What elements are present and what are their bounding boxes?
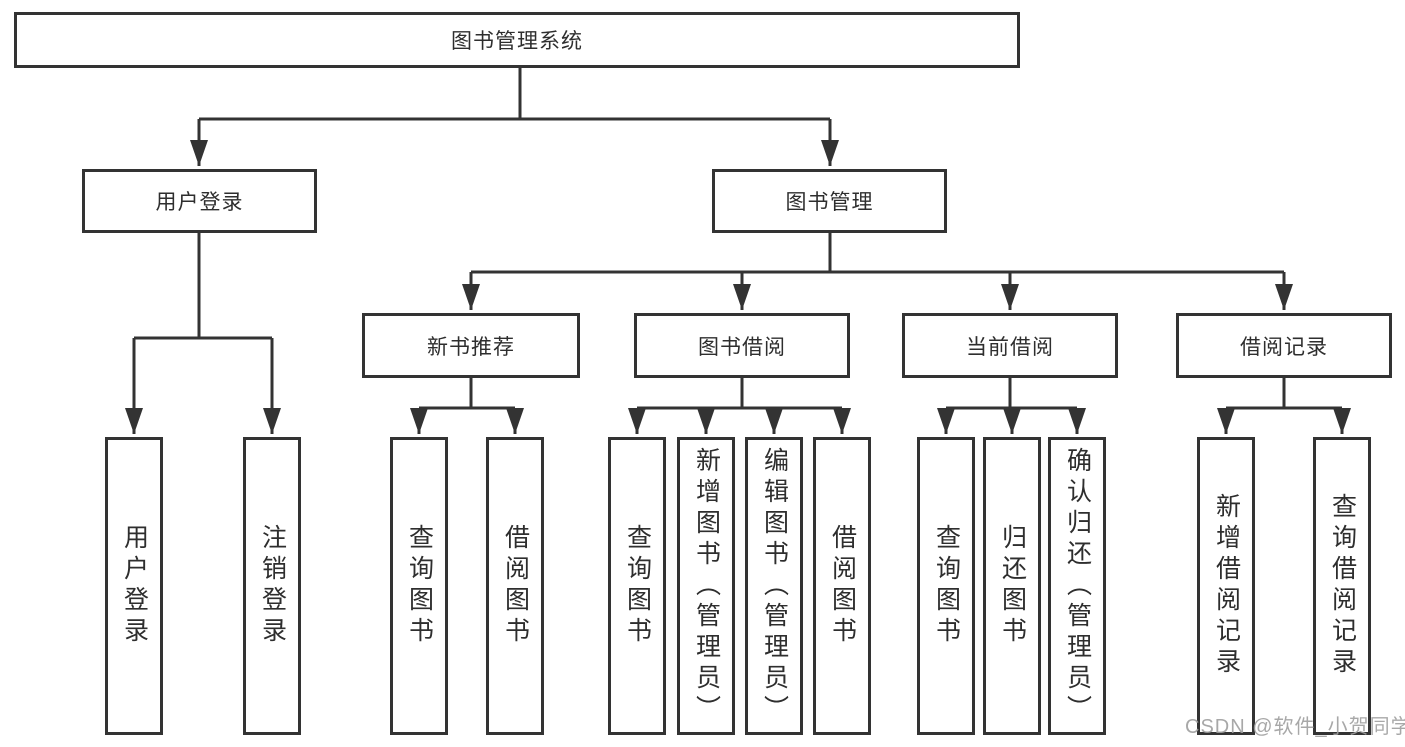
node-label: 查询图书 <box>623 524 652 648</box>
node-label: 查询图书 <box>932 524 961 648</box>
leaf-borrow-books-recommend: 借阅图书 <box>486 437 544 735</box>
leaf-query-books-recommend: 查询图书 <box>390 437 448 735</box>
node-label: 新书推荐 <box>427 335 515 359</box>
leaf-add-books-admin: 新增图书（管理员） <box>677 437 735 735</box>
node-current-borrow: 当前借阅 <box>902 313 1118 378</box>
node-label: 注销登录 <box>258 524 287 648</box>
node-label: 借阅图书 <box>501 524 530 648</box>
node-book-management: 图书管理 <box>712 169 947 233</box>
node-label: 确认归还（管理员） <box>1063 446 1092 726</box>
node-borrow-records: 借阅记录 <box>1176 313 1392 378</box>
leaf-edit-books-admin: 编辑图书（管理员） <box>745 437 803 735</box>
leaf-user-login: 用户登录 <box>105 437 163 735</box>
node-book-borrow: 图书借阅 <box>634 313 850 378</box>
node-label: 图书管理系统 <box>451 30 583 53</box>
leaf-add-borrow-record: 新增借阅记录 <box>1197 437 1255 735</box>
node-label: 新增借阅记录 <box>1212 493 1241 679</box>
node-label: 查询图书 <box>405 524 434 648</box>
csdn-watermark: CSDN @软件_小贺同学 <box>1185 716 1405 738</box>
node-user-login: 用户登录 <box>82 169 317 233</box>
node-label: 借阅图书 <box>828 524 857 648</box>
leaf-query-books-current: 查询图书 <box>917 437 975 735</box>
node-label: 查询借阅记录 <box>1328 493 1357 679</box>
node-label: 新增图书（管理员） <box>692 446 721 726</box>
node-new-book-recommend: 新书推荐 <box>362 313 580 378</box>
leaf-return-books: 归还图书 <box>983 437 1041 735</box>
leaf-query-books-borrow: 查询图书 <box>608 437 666 735</box>
node-label: 图书管理 <box>785 191 874 214</box>
node-label: 归还图书 <box>998 524 1027 648</box>
node-label: 借阅记录 <box>1240 335 1328 359</box>
leaf-logout-login: 注销登录 <box>243 437 301 735</box>
node-library-management-system: 图书管理系统 <box>14 12 1020 68</box>
leaf-query-borrow-record: 查询借阅记录 <box>1313 437 1371 735</box>
leaf-confirm-return-admin: 确认归还（管理员） <box>1048 437 1106 735</box>
node-label: 图书借阅 <box>698 335 786 359</box>
node-label: 当前借阅 <box>966 335 1054 359</box>
leaf-borrow-books-borrow: 借阅图书 <box>813 437 871 735</box>
node-label: 用户登录 <box>155 191 244 214</box>
node-label: 用户登录 <box>120 524 149 648</box>
node-label: 编辑图书（管理员） <box>760 446 789 726</box>
